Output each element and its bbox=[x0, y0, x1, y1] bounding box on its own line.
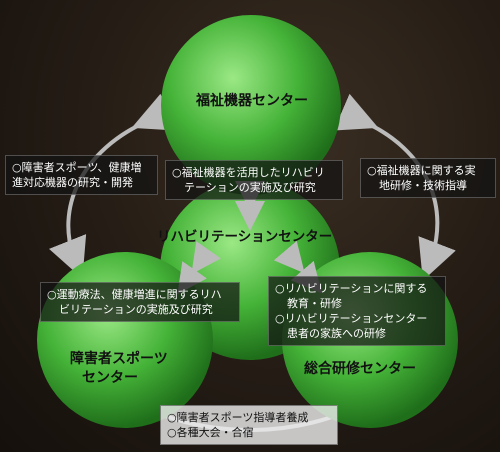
node-sports-title-line2: センター bbox=[82, 370, 138, 386]
node-rehab-title: リハビリテーションセンター bbox=[157, 229, 333, 245]
box-top-right-line1: ○福祉機器に関する実 bbox=[367, 164, 476, 177]
node-fukushi-title: 福祉機器センター bbox=[196, 93, 308, 109]
box-mid-right-line3: ○リハビリテーションセンター bbox=[275, 312, 428, 325]
box-mid-left-line2: ビリテーションの実施及び研究 bbox=[59, 303, 213, 316]
node-kenshu-title: 総合研修センター bbox=[304, 361, 416, 377]
box-mid-left-line1: ○運動療法、健康増進に関するリハ bbox=[47, 288, 222, 301]
node-sports-title-line1: 障害者スポーツ bbox=[70, 351, 168, 367]
box-top-center-line2: テーションの実施及び研究 bbox=[184, 181, 316, 194]
box-top-left: ○障害者スポーツ、健康増 進対応機器の研究・開発 bbox=[5, 155, 158, 195]
box-top-center: ○福祉機器を活用したリハビリ テーションの実施及び研究 bbox=[165, 160, 343, 200]
box-top-right: ○福祉機器に関する実 地研修・技術指導 bbox=[360, 158, 496, 198]
box-top-center-line1: ○福祉機器を活用したリハビリ bbox=[172, 166, 325, 179]
sphere-fukushi bbox=[161, 15, 341, 195]
box-mid-right-line2: 教育・研修 bbox=[287, 297, 342, 310]
box-mid-right-line1: ○リハビリテーションに関する bbox=[275, 282, 428, 295]
box-top-left-line1: ○障害者スポーツ、健康増 bbox=[12, 161, 142, 174]
sphere-sports bbox=[37, 252, 213, 428]
box-mid-left: ○運動療法、健康増進に関するリハ ビリテーションの実施及び研究 bbox=[40, 282, 240, 322]
arrow-rehab-sports bbox=[177, 241, 221, 295]
node-sports-title: 障害者スポーツ センター bbox=[70, 350, 168, 388]
box-bottom-line1: ○障害者スポーツ指導者養成 bbox=[167, 411, 309, 424]
box-bottom-line2: ○各種大会・合宿 bbox=[167, 426, 254, 439]
box-mid-right-line4: 患者の家族への研修 bbox=[287, 327, 386, 340]
box-mid-right: ○リハビリテーションに関する 教育・研修 ○リハビリテーションセンター 患者の家… bbox=[268, 276, 446, 346]
box-top-left-line2: 進対応機器の研究・開発 bbox=[12, 176, 133, 189]
box-bottom: ○障害者スポーツ指導者養成 ○各種大会・合宿 bbox=[160, 405, 338, 445]
box-top-right-line2: 地研修・技術指導 bbox=[379, 179, 467, 192]
